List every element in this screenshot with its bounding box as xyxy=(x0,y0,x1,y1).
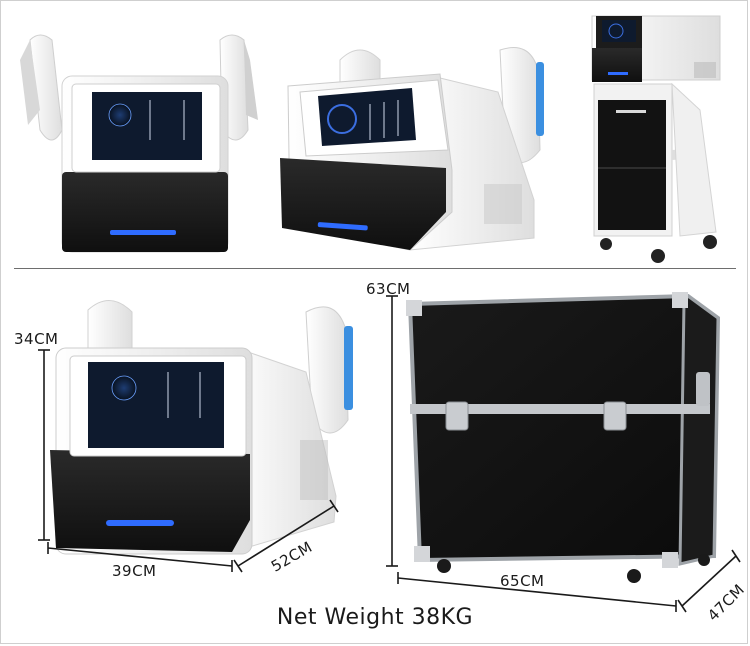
machine-angled-view xyxy=(280,47,544,251)
flight-case xyxy=(406,292,721,583)
dimension-lines xyxy=(38,295,741,613)
machine-height-label: 34CM xyxy=(14,330,59,348)
machine-on-trolley xyxy=(591,15,721,263)
net-weight-caption: Net Weight 38KG xyxy=(276,605,474,630)
section-divider xyxy=(14,268,736,269)
machine-width-label: 39CM xyxy=(112,562,157,580)
machine-dimensioned xyxy=(50,300,353,555)
case-height-label: 63CM xyxy=(366,280,411,298)
machine-front-view xyxy=(20,34,258,253)
case-width-label: 65CM xyxy=(500,572,545,590)
